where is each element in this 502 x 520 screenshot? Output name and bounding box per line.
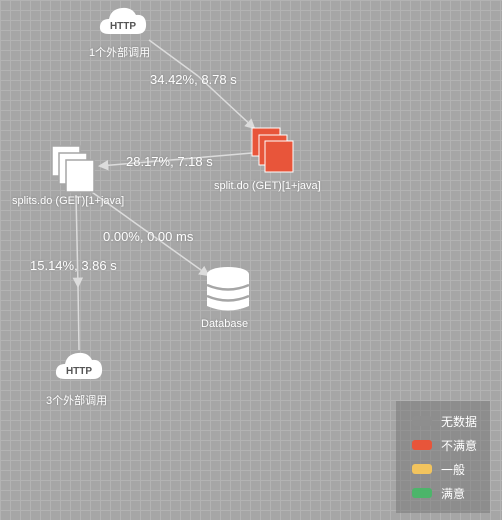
- database-icon[interactable]: [206, 267, 250, 311]
- http-text: HTTP: [110, 21, 136, 32]
- edge-label-splits-to-split: 28.17%, 7.18 s: [126, 154, 213, 169]
- http-top-label: 1个外部调用: [89, 47, 151, 59]
- legend-swatch: [412, 416, 432, 426]
- legend-swatch: [412, 464, 432, 474]
- legend-swatch: [412, 488, 432, 498]
- legend-item-no-data[interactable]: 无数据: [412, 413, 477, 429]
- http-cloud-icon[interactable]: HTTP: [55, 352, 103, 379]
- legend-item-satisfied[interactable]: 满意: [412, 485, 465, 501]
- http-bottom-label: 3个外部调用: [46, 395, 108, 407]
- database-label: Database: [201, 318, 249, 330]
- legend: 无数据 不满意 一般 满意: [396, 401, 490, 513]
- legend-item-unsatisfied[interactable]: 不满意: [412, 437, 477, 453]
- http-text: HTTP: [66, 366, 92, 377]
- edge-splits-to-split[interactable]: [97, 152, 253, 171]
- splits-do-label: splits.do (GET)[1+java]: [12, 195, 125, 207]
- edge-splits-to-db[interactable]: [81, 184, 210, 277]
- edge-label-splits-to-db: 0.00%, 0.00 ms: [103, 229, 194, 244]
- http-cloud-icon[interactable]: HTTP: [99, 7, 147, 34]
- edge-label-http-to-split: 34.42%, 8.78 s: [150, 72, 237, 87]
- edge-http-to-split[interactable]: [148, 39, 256, 130]
- edge-splits-to-http[interactable]: [72, 194, 84, 351]
- legend-item-average[interactable]: 一般: [412, 461, 465, 477]
- legend-swatch: [412, 440, 432, 450]
- legend-label: 一般: [441, 462, 466, 477]
- legend-label: 无数据: [441, 414, 478, 429]
- edge-label-splits-to-http: 15.14%, 3.86 s: [30, 258, 117, 273]
- legend-label: 不满意: [441, 438, 478, 453]
- splits-do-stack-icon[interactable]: [51, 145, 95, 193]
- split-do-label: split.do (GET)[1+java]: [214, 180, 321, 192]
- split-do-stack-icon[interactable]: [251, 127, 294, 173]
- legend-label: 满意: [441, 486, 466, 501]
